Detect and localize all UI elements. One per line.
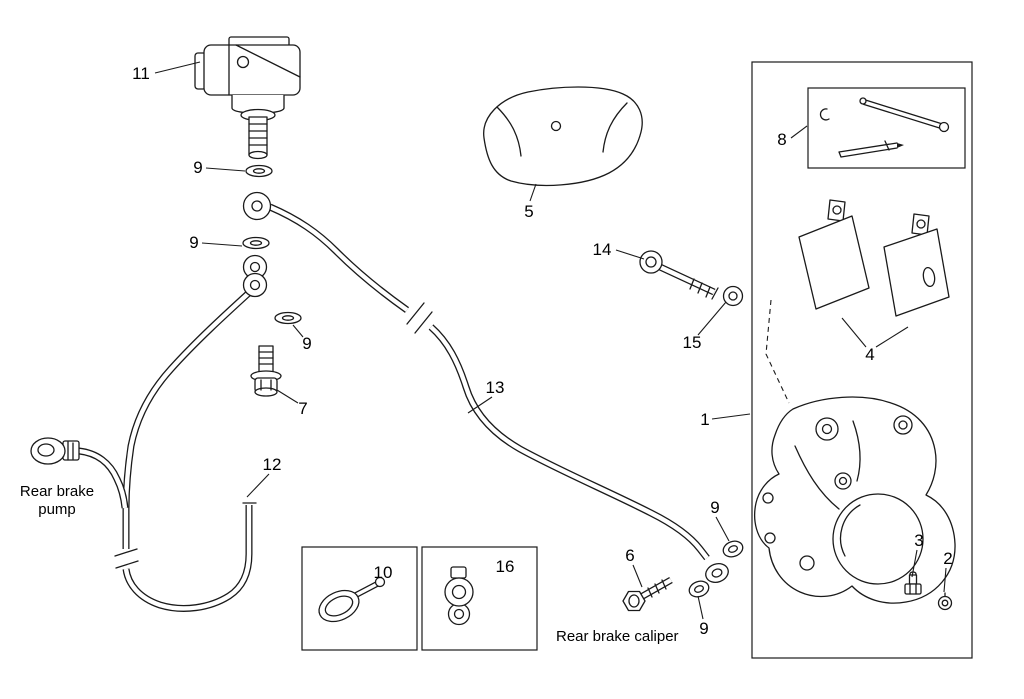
part-label-3: 3 [914,531,923,550]
part-label-6: 6 [625,546,634,565]
hose-clamp-16 [444,566,474,626]
part-16-frame [421,546,538,651]
part-label-1: 1 [700,410,709,429]
washer-9-middle [242,236,270,250]
banjo-fitting-upper [242,191,272,221]
protection-bag [483,86,643,187]
pad-pin-kit [819,97,950,158]
washer-15 [722,285,744,307]
part-label-2: 2 [943,549,952,568]
part-label-9a: 9 [193,158,202,177]
pump-hose-eyelet [30,437,80,465]
part-label-4: 4 [865,345,874,364]
part-10-frame [301,546,418,651]
part-label-8: 8 [777,130,786,149]
banjo-screw-7 [250,345,282,397]
part-label-13: 13 [486,378,505,397]
banjo-bolt-6 [622,576,673,612]
hose-end-banjo [688,540,744,598]
washer-9-lower [274,311,302,325]
part-label-14: 14 [593,240,612,259]
ring-pin-10 [318,576,386,623]
washer-9-top [245,164,273,178]
hose-break-mark [406,302,433,334]
brake-pads [798,199,950,317]
part-label-16: 16 [496,557,515,576]
bleeder-valve [904,571,922,595]
brake-caliper [754,396,956,604]
assembly-guide-line [765,299,790,404]
part-label-5: 5 [524,202,533,221]
pad-pin-kit-frame [807,87,966,169]
bleeder-dust-cap [937,592,953,611]
hose-break-mark [114,548,139,569]
part-label-11: 11 [132,64,150,83]
brake-hose-12 [78,288,257,612]
part-label-9b: 9 [189,233,198,252]
caliper-bolt-14 [639,250,719,300]
caption-rear-brake-pump-line1: Rear brake [20,483,94,500]
part-label-10: 10 [374,563,393,582]
caption-rear-brake-pump-line2: pump [38,501,76,518]
caption-rear-brake-caliper: Rear brake caliper [556,628,679,645]
part-label-15: 15 [683,333,702,352]
part-label-9d: 9 [710,498,719,517]
leader-lines [154,61,947,620]
part-label-12: 12 [263,455,282,474]
brake-hose-13 [268,203,710,561]
banjo-fitting-double [242,254,268,298]
master-cylinder [194,36,301,160]
part-label-9e: 9 [699,619,708,638]
caliper-group-frame [751,61,973,659]
part-label-9c: 9 [302,334,311,353]
part-label-7: 7 [298,399,307,418]
